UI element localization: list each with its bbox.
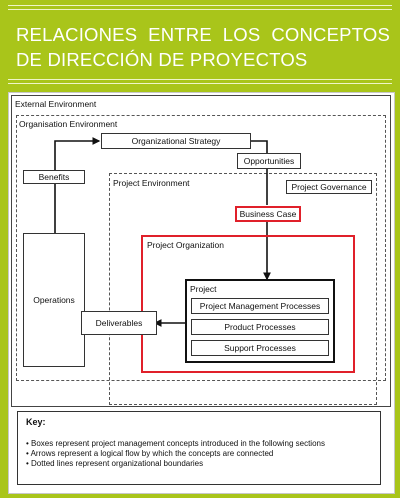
organisation-environment-boundary [16,115,386,381]
deliverables-box: Deliverables [81,311,157,335]
support-processes-box: Support Processes [191,340,329,356]
external-environment-label: External Environment [15,99,97,109]
slide-header: RELACIONES ENTRE LOS CONCEPTOS DE DIRECC… [0,0,400,88]
organizational-strategy-box: Organizational Strategy [101,133,251,149]
business-case-box: Business Case [235,206,301,222]
project-management-processes-box: Project Management Processes [191,298,329,314]
header-rule-top-2 [8,9,392,10]
project-environment-label: Project Environment [113,178,190,188]
header-rule-top [8,5,392,6]
project-organization-label: Project Organization [147,240,225,250]
header-rule-bottom-2 [8,83,392,84]
header-rule-bottom [8,79,392,80]
title-line-1: RELACIONES ENTRE LOS CONCEPTOS [16,24,390,45]
project-environment-boundary [109,173,377,405]
key-item: • Boxes represent project management con… [26,439,325,448]
key-title: Key: [26,417,46,427]
diagram-panel: External Environment Organisation Enviro… [8,92,395,494]
operations-box: Operations [23,233,85,367]
opportunities-box: Opportunities [237,153,301,169]
title-line-2: DE DIRECCIÓN DE PROYECTOS [16,49,308,70]
slide-title: RELACIONES ENTRE LOS CONCEPTOS DE DIRECC… [16,22,390,72]
product-processes-box: Product Processes [191,319,329,335]
project-organization-boundary [141,235,355,373]
key-item: • Arrows represent a logical flow by whi… [26,449,274,458]
benefits-box: Benefits [23,170,85,184]
organisation-environment-label: Organisation Environment [19,119,118,129]
key-item: • Dotted lines represent organizational … [26,459,204,468]
key-box: Key: • Boxes represent project managemen… [17,411,381,485]
project-label: Project [190,284,217,294]
project-governance-box: Project Governance [286,180,372,194]
external-environment-boundary [11,95,391,407]
